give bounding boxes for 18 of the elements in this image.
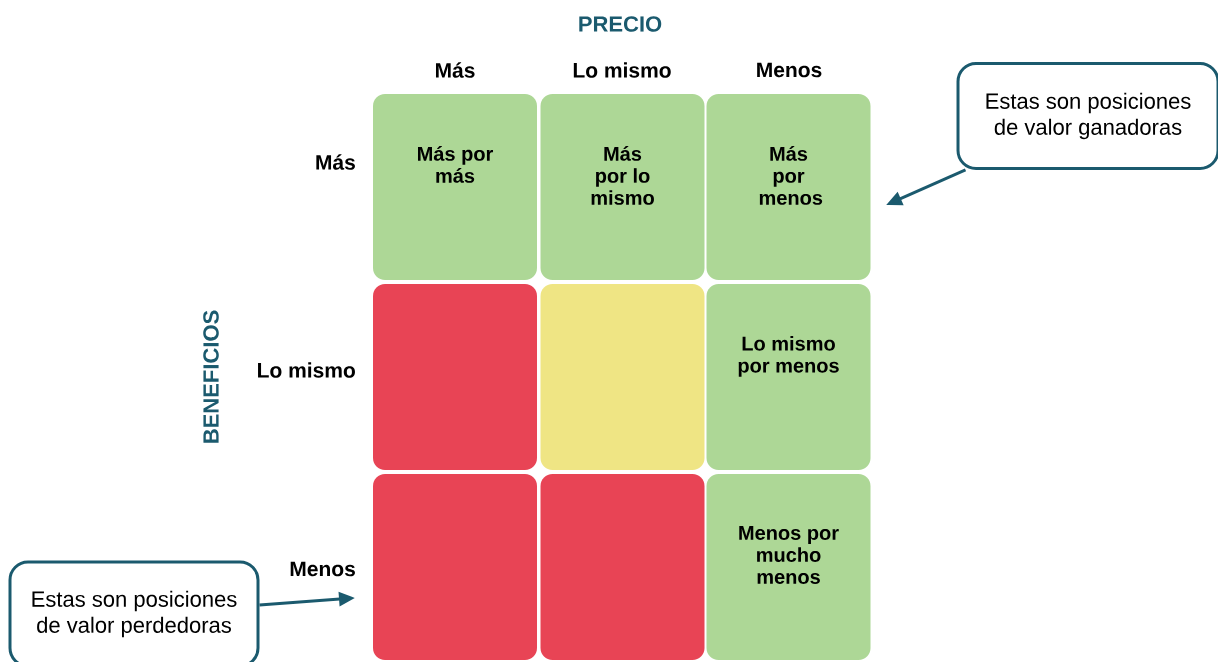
- matrix-cell: [373, 474, 537, 660]
- matrix-cell: Más por más: [373, 94, 537, 280]
- matrix-cell: [540, 284, 705, 470]
- node-label: Más por lo mismo: [591, 146, 654, 205]
- matrix-cell: [540, 474, 705, 660]
- callout-box: Estas son posiciones de valor perdedoras: [8, 560, 260, 662]
- matrix-cell: Menos por mucho menos: [706, 474, 871, 660]
- column-header: Menos: [757, 62, 822, 78]
- node-label: Más por menos: [759, 146, 823, 205]
- matrix-cell: Más por lo mismo: [540, 94, 705, 280]
- matrix-cell: [373, 284, 537, 470]
- matrix-cell: Más por menos: [706, 94, 871, 280]
- matrix-cell: Lo mismo por menos: [706, 284, 871, 470]
- axis-title: PRECIO: [579, 16, 662, 32]
- column-header: Lo mismo: [573, 62, 671, 78]
- axis-title: BENEFICIOS: [203, 310, 219, 443]
- row-header: Menos: [290, 561, 355, 577]
- callout-box: Estas son posiciones de valor ganadoras: [956, 62, 1218, 170]
